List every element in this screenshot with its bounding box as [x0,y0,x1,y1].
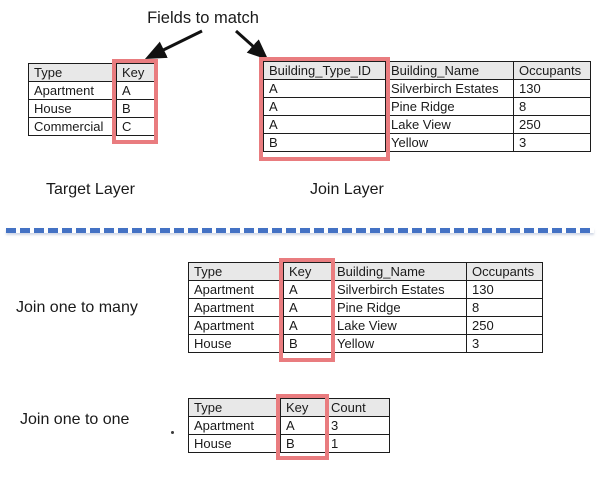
column-header: Building_Type_ID [263,61,386,80]
section-divider [6,228,594,233]
table-cell: Yellow [385,133,514,152]
table-cell: A [283,298,332,317]
table-cell: A [116,81,155,100]
table-cell: Yellow [331,334,467,353]
table-cell: C [116,117,155,136]
table-cell: 3 [466,334,543,353]
column-header: Key [116,63,155,82]
table-cell: 3 [325,416,390,435]
table-cell: B [263,133,386,152]
table-cell: Lake View [385,115,514,134]
column-header: Type [188,262,284,281]
column-header: Key [280,398,326,417]
table-cell: Silverbirch Estates [385,79,514,98]
table-cell: Apartment [188,416,281,435]
column-header: Type [28,63,117,82]
table-cell: 130 [466,280,543,299]
table-cell: Silverbirch Estates [331,280,467,299]
table-cell: Apartment [28,81,117,100]
table-cell: 250 [513,115,591,134]
table-cell: A [263,115,386,134]
table-cell: House [188,434,281,453]
fields-to-match-label: Fields to match [147,9,259,27]
table-cell: 250 [466,316,543,335]
table-cell: House [188,334,284,353]
column-header: Occupants [513,61,591,80]
table-cell: 3 [513,133,591,152]
table-cell: B [280,434,326,453]
join-layer-caption: Join Layer [310,181,384,198]
column-header: Type [188,398,281,417]
table-cell: Apartment [188,280,284,299]
table-cell: Pine Ridge [331,298,467,317]
table-cell: 8 [513,97,591,116]
table-cell: Pine Ridge [385,97,514,116]
arrow-to-join-key-icon [234,29,269,61]
table-cell: A [280,416,326,435]
table-cell: A [283,316,332,335]
table-cell: B [283,334,332,353]
column-header: Key [283,262,332,281]
table-cell: Apartment [188,298,284,317]
table-cell: A [283,280,332,299]
column-header: Count [325,398,390,417]
join-one-to-one-caption: Join one to one [20,411,130,428]
arrow-to-target-key-icon [144,29,203,59]
table-cell: 8 [466,298,543,317]
table-cell: 1 [325,434,390,453]
fields-to-match-arrows [144,29,269,61]
table-cell: Lake View [331,316,467,335]
column-header: Building_Name [331,262,467,281]
table-cell: Apartment [188,316,284,335]
join-one-to-many-caption: Join one to many [16,299,138,316]
column-header: Occupants [466,262,543,281]
table-cell: House [28,99,117,118]
table-cell: A [263,97,386,116]
column-header: Building_Name [385,61,514,80]
stray-dot [171,431,174,434]
table-cell: Commercial [28,117,117,136]
table-cell: 130 [513,79,591,98]
table-cell: B [116,99,155,118]
target-layer-caption: Target Layer [46,181,135,198]
table-cell: A [263,79,386,98]
